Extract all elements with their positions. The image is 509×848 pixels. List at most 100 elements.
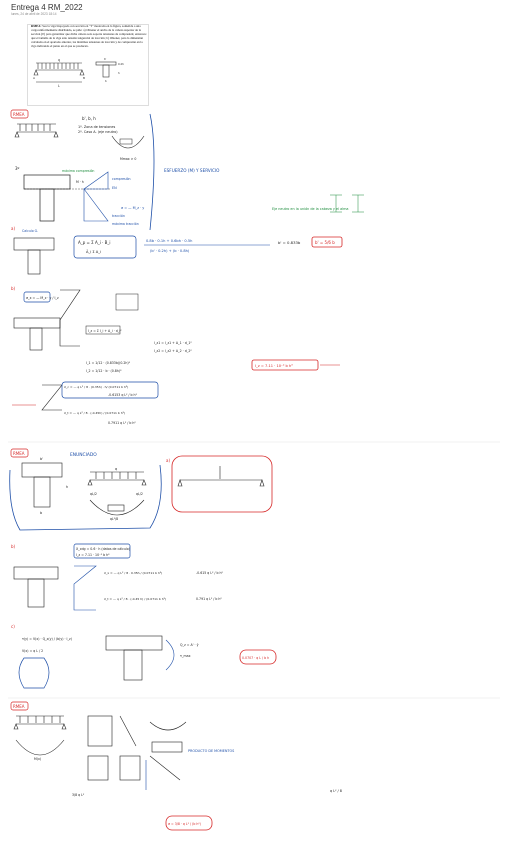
page-title: Entrega 4 RM_2022 — [11, 3, 83, 12]
s3-iz-box-red — [251, 359, 319, 371]
s2-box — [311, 236, 343, 248]
s3-i2: I_z2 = I_z2 + A_2 · d_2² — [154, 349, 192, 353]
fig-support-a-label: A — [33, 76, 35, 80]
s1-m: M · h — [76, 180, 84, 184]
s3-small-sec — [115, 293, 139, 311]
s7-end: q L² / 8 — [330, 789, 342, 793]
s3-smax: σ_c = — q L² / 8 · (0.35h) · h/ (0.0711 … — [64, 385, 128, 389]
s1-cap: compresión — [112, 177, 131, 181]
s2-box-text: b' = 5/6 b — [315, 240, 335, 245]
s5-given: X_cdg = 0.6 · h (datos de cálculo) — [76, 547, 130, 551]
s4-red-box — [171, 455, 273, 513]
s5-sig2: σ_t = — q L² / 8 · (-0.45 h) / (0.0711 b… — [104, 597, 166, 601]
s7-beam — [13, 715, 67, 756]
s2-res: 0.8b · 0.1h + 0.6bh · 0.5h — [146, 239, 192, 243]
s1-side-marks — [330, 194, 364, 213]
s1-note: Eje neutro en la unión de la cabeza y el… — [272, 207, 349, 211]
fig-support-a — [33, 69, 39, 76]
s5-stress-profile — [73, 565, 97, 611]
s4-h: h — [66, 485, 68, 489]
s7-final: σ = 3/8 · q L² / (b h²) — [168, 822, 201, 826]
s6-tau-curve — [165, 639, 175, 671]
s2-a: a) — [11, 226, 15, 231]
s1-hyp2: 2º. Caso A. (eje neutro) — [78, 130, 118, 134]
section-6: c) τ(y) = V(x) · Q_z(y) / (b(y) · I_z) V… — [11, 624, 277, 689]
fig-section-web — [102, 64, 110, 78]
section-7: RMEA M(x) PRODUCTO DE MOMENTOS 3/8 q L² … — [10, 701, 342, 831]
s1-compression: máxima compresión — [62, 169, 94, 173]
s1-section-web — [39, 188, 55, 222]
s1-beam — [14, 123, 59, 138]
s5-b: b) — [11, 544, 16, 549]
s1-neutral: EN — [112, 186, 117, 190]
fig-support-b-label: B — [83, 76, 85, 80]
s6-max: τ_max — [180, 654, 191, 658]
statement-body: Sea la viga biapoyada con sección en "T"… — [31, 24, 147, 48]
s3-b: b) — [11, 286, 16, 291]
fig-sec-b-label: b — [105, 79, 107, 83]
s3-stress-profile — [59, 289, 81, 347]
fig-support-b — [79, 69, 85, 76]
s2-den: (b' · 0.2h) + (b · 0.8h) — [150, 249, 190, 253]
s4-sec-flange — [21, 462, 63, 478]
s3-val2: I_2 = 1/12 · b · (0.8h)³ — [86, 369, 122, 373]
statement-label: RMEA: — [31, 24, 42, 28]
statement-beam-figure — [33, 61, 117, 83]
s1-tra: tracción — [112, 214, 125, 218]
section-1: RMEA b', b, h 1º. Zona de tensiones 2º. … — [10, 109, 364, 231]
fig-sec-top-label: b' — [104, 57, 107, 61]
s1-step3: 3º — [15, 166, 20, 171]
s3-smax-box — [61, 381, 159, 399]
s1-ndown: Mmax > 0 — [120, 157, 136, 161]
s4-m: qL²/8 — [110, 517, 118, 521]
s1-section-flange — [23, 174, 71, 190]
s2-eq: A_p = Σ A_i · B_i — [78, 240, 111, 245]
s2-final: b' = 0.833b — [278, 240, 301, 245]
s1-vars: b', b, h — [82, 116, 96, 121]
s1-moment-box — [119, 138, 133, 145]
s5-sec-web — [27, 578, 45, 608]
s4-va: qL/2 — [90, 492, 97, 496]
fig-section-flange — [95, 61, 117, 66]
s7-header-circle — [10, 701, 29, 711]
s2-eq2: Ā_i Σ A_i — [86, 249, 101, 254]
s4-bracket — [9, 464, 162, 531]
s4-header: RMEA — [13, 451, 25, 456]
s4-b-lbl: b — [40, 511, 42, 515]
fig-span-label: L — [58, 84, 60, 88]
s4-beam — [87, 471, 147, 516]
s2-sec-flange — [13, 237, 55, 251]
s6-sec-flange — [105, 635, 163, 651]
s1-header: RMEA — [13, 112, 25, 117]
s6-shear-shape — [18, 657, 50, 689]
s3-res2: 0.7911 q L² / b h² — [108, 421, 136, 425]
s6-res-box — [239, 649, 277, 665]
s3-iz: I_z = 7.11 · 10⁻² b h³ — [255, 364, 293, 368]
s1-hyp: 1º. Zona de tensiones — [78, 125, 116, 129]
s5-given-box — [73, 543, 131, 559]
s3-sig-box — [23, 291, 51, 303]
s4-b2-lbl: b' — [40, 457, 43, 461]
s5-given2: I_z = 7.11 · 10⁻² b h³ — [76, 553, 110, 557]
s3-sec-web — [29, 327, 43, 351]
s7-header: RMEA — [13, 704, 25, 709]
fig-sec-h-label: h — [118, 71, 120, 75]
s1-moment-curve — [111, 135, 145, 149]
page-date: lunes, 24 de abril de 2023 18:14 — [11, 12, 57, 16]
s3-val1: I_1 = 1/12 · (0.833b)(0.2h)³ — [86, 361, 131, 365]
s2-sec-web — [27, 249, 41, 275]
s1-header-circle — [10, 109, 29, 119]
s6-res: 0.0707 · q L / b h — [242, 656, 269, 660]
s3-stress-bottom — [41, 384, 63, 411]
s4-sec-web — [33, 476, 51, 508]
s1-tension: máxima tracción — [112, 222, 139, 226]
fig-load-label: q — [58, 58, 60, 62]
s4-header-circle — [10, 448, 29, 458]
s1-bracket — [149, 113, 155, 231]
s5-res2: 0.791 q L² / b h² — [196, 597, 222, 601]
s1-stress-comp — [83, 171, 109, 190]
s4-vb: qL/2 — [136, 492, 143, 496]
s3-res1: -0.6153 q L² / b h² — [108, 393, 138, 397]
s5-res1: -0.615 q L² / b h² — [196, 571, 224, 575]
